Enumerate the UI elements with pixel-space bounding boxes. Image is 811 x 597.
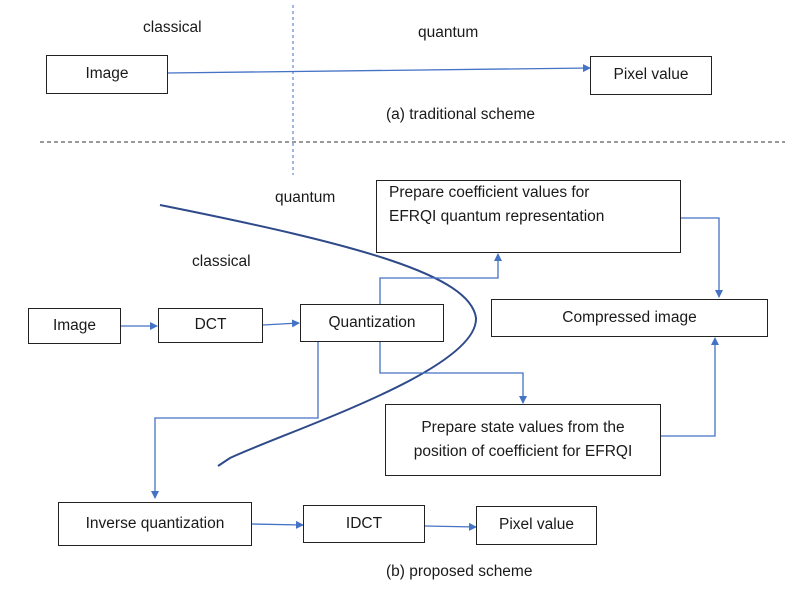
arrow-quantization-to-prep-state [379,342,527,404]
box-compressed-image: Compressed image [491,299,768,337]
prep-state-line1: Prepare state values from the [421,418,625,436]
box-prepare-state-values: Prepare state values from the position o… [385,404,661,476]
caption-a: (a) traditional scheme [386,106,536,123]
box-inverse-quantization: Inverse quantization [58,502,252,546]
box-prepare-coefficient-values: Prepare coefficient values for EFRQI qua… [376,180,681,253]
arrow-quantization-to-prep-coeff [379,253,502,304]
prep-coeff-line1: Prepare coefficient values for [389,184,590,201]
arrow-dct-to-quantization [262,319,300,328]
box-dct: DCT [158,308,263,343]
classical-quantum-boundary-curve [159,204,478,467]
arrow-inverse-to-idct [251,520,304,529]
arrow-prep-state-to-compressed [661,337,719,437]
box-pixel-value-b: Pixel value [476,506,597,545]
arrow-quantization-to-inverse [151,342,319,499]
label-quantum-a: quantum [418,24,479,41]
label-quantum-b: quantum [275,189,336,206]
caption-b: (b) proposed scheme [386,563,533,580]
prep-coeff-line2: EFRQI quantum representation [389,208,605,226]
box-quantization: Quantization [300,304,444,342]
box-pixel-value-a: Pixel value [590,56,712,95]
box-image-a: Image [46,55,168,94]
prep-state-line2: position of coefficient for EFRQI [413,443,633,460]
box-idct: IDCT [303,505,425,543]
arrow-prep-coeff-to-compressed [681,217,723,298]
label-classical-a: classical [143,19,202,36]
box-image-b: Image [28,308,121,344]
arrow-a-image-to-pixel [166,64,591,74]
label-classical-b: classical [192,253,251,270]
arrow-idct-to-pixel [424,522,477,531]
